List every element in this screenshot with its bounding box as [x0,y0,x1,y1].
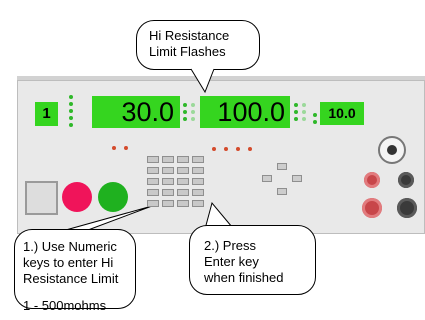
callout-line: Enter key [204,254,259,269]
enter-key-callout: 2.) Press Enter key when finished [189,225,316,295]
keypad-key[interactable] [147,178,159,185]
indicator-led [183,110,187,114]
keypad-key[interactable] [192,189,204,196]
step-display: 1 [35,102,58,126]
red-terminal-jack[interactable] [362,198,382,218]
stop-button[interactable] [62,182,92,212]
keypad-key[interactable] [162,189,174,196]
numeric-entry-callout: 1.) Use Numeric keys to enter Hi Resista… [14,229,136,313]
indicator-led [248,147,252,151]
indicator-led [224,147,228,151]
arrow-down-key[interactable] [277,188,287,195]
keypad-key[interactable] [162,178,174,185]
start-button[interactable] [98,182,128,212]
indicator-led [69,123,73,127]
voltage-unit-leds [191,103,195,124]
indicator-led [183,117,187,121]
keypad-key[interactable] [177,156,189,163]
indicator-led [313,120,317,124]
indicator-led [302,117,306,121]
indicator-led [191,103,195,107]
keypad-key[interactable] [162,167,174,174]
status-led-row-right [212,141,260,151]
keypad-key[interactable] [147,200,159,207]
callout-line: Hi Resistance [149,28,230,43]
black-terminal-jack[interactable] [397,198,417,218]
indicator-led [294,103,298,107]
hi-resistance-flash-callout: Hi Resistance Limit Flashes [136,20,260,70]
keypad-key[interactable] [177,167,189,174]
arrow-right-key[interactable] [292,175,302,182]
indicator-led [69,95,73,99]
black-terminal-jack[interactable] [398,172,414,188]
indicator-led [69,109,73,113]
indicator-led [183,103,187,107]
resistance-unit-leds [294,103,298,124]
red-terminal-jack[interactable] [364,172,380,188]
indicator-led [294,117,298,121]
resistance-range-text: 1 - 500mohms [23,298,107,313]
indicator-led [191,117,195,121]
callout-line: 1.) Use Numeric [23,239,117,254]
callout-line: Limit Flashes [149,44,226,59]
numeric-keypad [147,156,217,210]
indicator-led [69,116,73,120]
panel-top-edge [17,76,425,81]
keypad-key[interactable] [192,178,204,185]
keypad-key[interactable] [192,200,204,207]
resistance-unit-leds [302,103,306,124]
indicator-led [294,110,298,114]
keypad-key[interactable] [177,200,189,207]
voltage-display: 30.0 [92,96,180,128]
keypad-key[interactable] [162,200,174,207]
arrow-up-key[interactable] [277,163,287,170]
indicator-led [191,110,195,114]
callout-line: 2.) Press [204,238,257,253]
keypad-key[interactable] [147,189,159,196]
power-button[interactable] [25,181,58,215]
keypad-key[interactable] [147,156,159,163]
callout-line: when finished [204,270,284,285]
time-led [313,113,317,127]
status-led-row-left [112,140,136,150]
indicator-led [212,147,216,151]
callout-line: keys to enter Hi [23,255,114,270]
indicator-led [236,147,240,151]
callout-line: Resistance Limit [23,271,119,286]
time-display: 10.0 [320,102,364,125]
indicator-led [112,146,116,150]
indicator-led [302,110,306,114]
output-knob[interactable] [378,136,406,164]
keypad-key[interactable] [147,167,159,174]
keypad-key[interactable] [177,189,189,196]
arrow-left-key[interactable] [262,175,272,182]
keypad-key[interactable] [192,156,204,163]
voltage-unit-leds [183,103,187,124]
indicator-led [69,102,73,106]
keypad-key[interactable] [192,167,204,174]
keypad-key[interactable] [162,156,174,163]
indicator-led [313,113,317,117]
resistance-display: 100.0 [200,96,290,128]
keypad-key[interactable] [177,178,189,185]
indicator-led [302,103,306,107]
step-led-column [69,95,73,130]
indicator-led [124,146,128,150]
